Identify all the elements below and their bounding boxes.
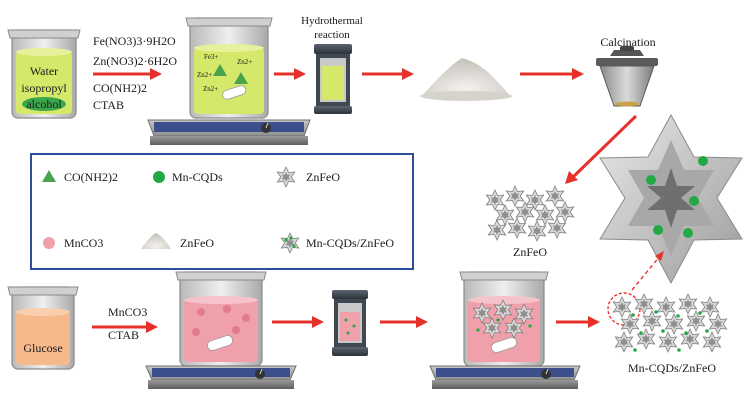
arrow-6-head <box>146 321 158 333</box>
arrow-9-head <box>588 316 600 328</box>
large-hollow-star <box>599 113 743 285</box>
ion-fe3: Fe3+ <box>204 53 219 61</box>
legend-mn-cqds-label: Mn-CQDs <box>172 170 223 184</box>
hydrothermal-label-line-2: reaction <box>314 29 350 41</box>
legend-znfeo-star-label: ZnFeO <box>306 170 340 184</box>
reagent-list-top: Fe(NO3)3·9H2O Zn(NO3)2·6H2O CO(NH2)2 CTA… <box>93 34 177 112</box>
solvent-label-line-3: alcohol <box>26 97 62 111</box>
arrow-8-head <box>416 316 428 328</box>
mnco3-dot-icon <box>43 237 55 249</box>
autoclave-bottom <box>332 290 368 356</box>
arrow-5 <box>570 114 638 180</box>
arrow-7-head <box>312 316 324 328</box>
reagent-urea: CO(NH2)2 <box>93 81 147 95</box>
composite-product-label: Mn-CQDs/ZnFeO <box>628 361 716 375</box>
arrow-5-head <box>565 171 578 184</box>
hotplate-stirrer-1: Fe3+ Zn2+ Zn2+ Zn2+ <box>147 17 311 145</box>
arrow-4-head <box>572 68 584 80</box>
znfeo-star-cluster <box>485 185 575 242</box>
glucose-label: Glucose <box>23 341 62 355</box>
arrow-1-head <box>150 68 162 80</box>
powder-pile-top <box>420 58 512 101</box>
composite-star-cluster <box>607 292 728 353</box>
reagent-ctab: CTAB <box>93 98 124 112</box>
reagent-iron-nitrate: Fe(NO3)3·9H2O <box>93 34 176 48</box>
zoom-arrow <box>631 255 661 291</box>
hotplate-stirrer-2 <box>145 271 297 389</box>
ion-zn2-b: Zn2+ <box>197 71 212 79</box>
autoclave-top <box>314 44 352 114</box>
mn-cqds-dot-icon <box>153 171 165 183</box>
ion-zn2-a: Zn2+ <box>237 58 252 66</box>
legend-composite-label: Mn-CQDs/ZnFeO <box>306 236 394 250</box>
powder-icon <box>141 233 171 249</box>
legend-mnco3-label: MnCO3 <box>64 236 103 250</box>
arrow-3-head <box>402 68 414 80</box>
calcination-label: Calcination <box>600 35 655 49</box>
beaker-water-isopropyl-alcohol: Water isopropyl alcohol <box>7 29 81 119</box>
solvent-label-line-1: Water <box>30 64 58 78</box>
zoom-arrow-head <box>655 251 664 261</box>
reagent-ctab-bottom: CTAB <box>108 328 139 342</box>
reagent-list-bottom: MnCO3 CTAB <box>108 305 147 342</box>
reagent-zinc-nitrate: Zn(NO3)2·6H2O <box>93 54 177 68</box>
legend-box: CO(NH2)2 Mn-CQDs ZnFeO MnCO3 ZnFeO Mn-CQ… <box>30 153 414 270</box>
reagent-mnco3: MnCO3 <box>108 305 147 319</box>
ion-zn2-c: Zn2+ <box>203 85 218 93</box>
urea-triangle-icon <box>42 170 56 182</box>
composite-star-icon <box>280 232 300 254</box>
solvent-label-line-2: isopropyl <box>21 81 67 95</box>
arrow-2-head <box>294 68 306 80</box>
legend-znfeo-powder-label: ZnFeO <box>180 236 214 250</box>
znfeo-product-label: ZnFeO <box>513 245 547 259</box>
beaker-glucose: Glucose <box>7 286 79 370</box>
hydrothermal-label-line-1: Hydrothermal <box>301 15 363 27</box>
legend-urea-label: CO(NH2)2 <box>64 170 118 184</box>
crucible <box>596 46 658 107</box>
hotplate-stirrer-3 <box>429 271 581 389</box>
